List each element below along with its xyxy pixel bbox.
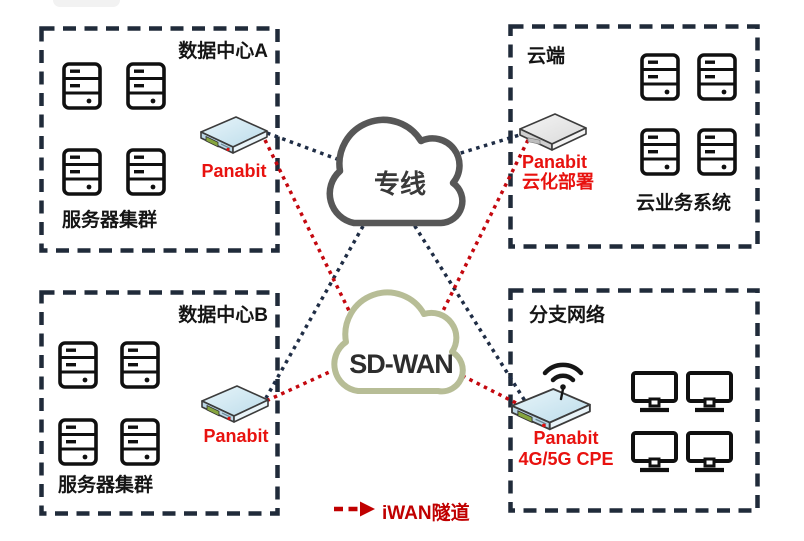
server-icon	[58, 418, 98, 466]
dc-a-servers-label: 服务器集群	[62, 210, 158, 231]
monitor-icon	[633, 373, 676, 410]
panabit-label-cloud: Panabit 云化部署	[522, 152, 594, 192]
panabit-device-cloud-icon	[519, 113, 587, 151]
mpls-link-cloud	[450, 131, 527, 158]
branch-title: 分支网络	[529, 305, 606, 326]
iwan-legend-arrow	[334, 501, 375, 517]
sdwan-cloud-shape	[331, 289, 466, 395]
mpls-link-dca	[266, 131, 346, 164]
mpls-cloud-label: 专线	[373, 169, 426, 199]
panabit-label-dcb: Panabit	[203, 426, 269, 446]
panabit-label-cloud-line1: Panabit	[522, 152, 588, 172]
iwan-legend-label: iWAN隧道	[382, 503, 470, 524]
server-icon	[120, 418, 160, 466]
panabit-label-dca: Panabit	[201, 161, 267, 181]
sdwan-cloud-label: SD-WAN	[349, 349, 454, 379]
panabit-device-dca-icon	[200, 116, 268, 154]
server-icon	[640, 128, 680, 176]
dc-b-servers-label: 服务器集群	[58, 475, 154, 496]
panabit-label-cpe: Panabit 4G/5G CPE	[504, 428, 628, 470]
server-icon	[62, 62, 102, 110]
server-icon	[640, 53, 680, 101]
mpls-link-dcb	[264, 211, 373, 399]
top-edge-cropped-element	[53, 0, 120, 7]
cloud-title: 云端	[527, 46, 566, 67]
panabit-label-cpe-line2: 4G/5G CPE	[518, 449, 614, 469]
server-icon	[126, 148, 166, 196]
monitor-icon	[688, 433, 731, 470]
dc-b-box	[39, 290, 280, 516]
server-icon	[120, 341, 160, 389]
mpls-cloud-shape	[326, 116, 466, 227]
dc-b-title: 数据中心B	[178, 305, 268, 326]
panabit-cpe-icon	[511, 388, 591, 431]
monitor-icon	[633, 433, 676, 470]
dc-a-title: 数据中心A	[178, 41, 268, 62]
iwan-link-dca	[263, 139, 361, 332]
panabit-label-cpe-line1: Panabit	[533, 428, 599, 448]
server-icon	[58, 341, 98, 389]
cloud-servers-label: 云业务系统	[636, 193, 732, 214]
server-icon	[126, 62, 166, 110]
wifi-icon	[542, 362, 584, 401]
server-icon	[62, 148, 102, 196]
cloud-box	[508, 24, 760, 249]
panabit-label-cloud-line2: 云化部署	[522, 172, 594, 192]
branch-box	[508, 288, 760, 513]
server-icon	[697, 128, 737, 176]
iwan-link-cloud	[433, 139, 530, 328]
panabit-device-dcb-icon	[201, 385, 269, 423]
server-icon	[697, 53, 737, 101]
monitor-icon	[688, 373, 731, 410]
dc-a-box	[39, 26, 280, 253]
